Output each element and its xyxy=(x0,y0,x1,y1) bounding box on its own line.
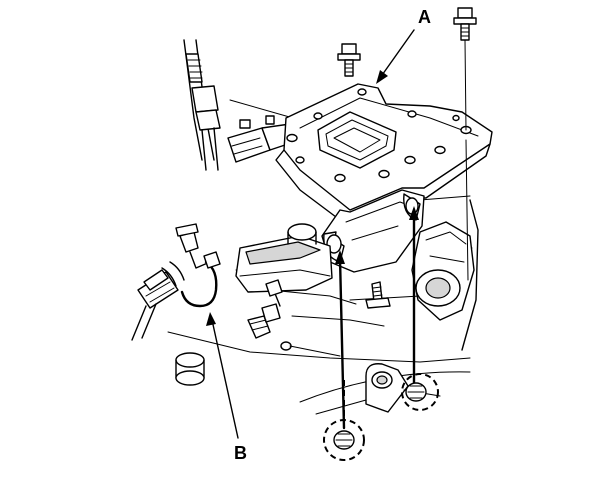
callout-label-a: A xyxy=(418,7,431,27)
bracket-plate-a xyxy=(275,83,493,221)
nut-highlight-right xyxy=(401,373,439,411)
callout-label-b: B xyxy=(234,443,247,463)
callout-leader-b xyxy=(206,312,239,439)
bolt-guide-line xyxy=(464,39,467,131)
round-cap xyxy=(175,352,205,386)
callout-leader-a xyxy=(376,29,415,84)
bolt-top-left xyxy=(337,43,361,77)
ground-cable-b xyxy=(131,223,221,341)
lower-mount-bracket xyxy=(315,363,441,415)
bolt-top-right xyxy=(453,7,477,41)
engine-cover-right xyxy=(411,221,475,321)
left-pipe-assembly xyxy=(183,39,221,171)
bolt-guide-line-lower xyxy=(465,139,469,281)
mounting-bolt-left xyxy=(333,250,355,450)
stud-bolt xyxy=(365,281,391,309)
mounting-bolt-right xyxy=(405,206,427,402)
fluid-reservoir xyxy=(235,223,333,293)
clamp-fittings xyxy=(247,279,341,357)
nut-highlight-left xyxy=(323,419,365,461)
